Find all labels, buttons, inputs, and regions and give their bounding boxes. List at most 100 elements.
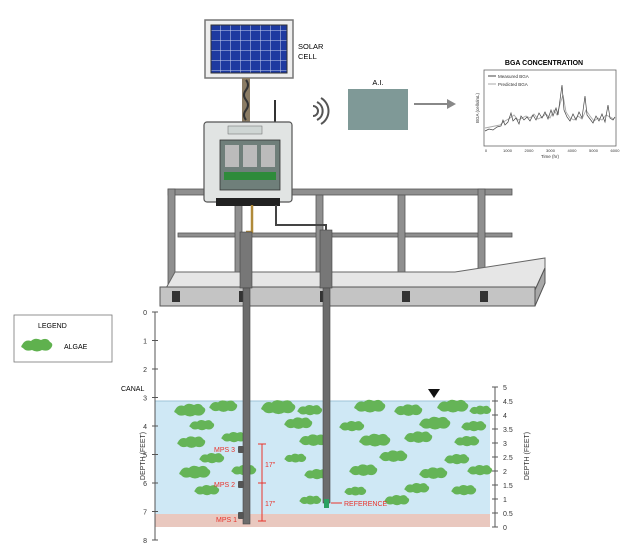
- algae-patch: [299, 434, 328, 446]
- chart-y-axis-label: BGA (cells/mL): [475, 93, 480, 124]
- spacing-label-upper: 17": [265, 462, 276, 469]
- twisted-cable: [243, 79, 249, 121]
- algae-patch: [437, 399, 469, 413]
- algae-patch: [469, 405, 492, 415]
- chart-x-tick-label: 4000: [568, 148, 578, 153]
- algae-patch: [221, 431, 247, 443]
- chart-x-tick-label: 6000: [611, 148, 621, 153]
- algae-patch: [189, 419, 215, 431]
- left-tick-label: 2: [143, 367, 147, 374]
- right-tick-label: 3.5: [503, 427, 513, 434]
- algae-patch: [461, 420, 487, 432]
- chart-x-tick-label: 5000: [589, 148, 599, 153]
- reference-electrode-icon: [324, 499, 329, 508]
- mps3-sensor-icon: [238, 446, 244, 453]
- chart-title: BGA CONCENTRATION: [505, 60, 583, 67]
- chart-x-tick-label: 2000: [525, 148, 535, 153]
- flow-arrow-head-icon: [447, 99, 456, 109]
- legend-title: LEGEND: [38, 323, 67, 330]
- right-tick-label: 0.5: [503, 511, 513, 518]
- algae-patch: [354, 399, 386, 413]
- algae-patch: [177, 436, 206, 448]
- mps1-sensor-icon: [238, 512, 244, 519]
- right-tick-label: 2.5: [503, 455, 513, 462]
- chart-x-tick-label: 0: [485, 148, 488, 153]
- right-tick-label: 2: [503, 469, 507, 476]
- algae-patch: [379, 450, 408, 462]
- ai-label: A.I.: [372, 78, 383, 87]
- solar-cell-label-line1: SOLAR: [298, 42, 324, 51]
- left-axis-title: DEPTH (FEET): [140, 432, 147, 480]
- right-axis-title: DEPTH (FEET): [524, 432, 531, 480]
- chart-legend-measured: Measured BGA: [498, 74, 529, 79]
- chart-x-tick-label: 3000: [546, 148, 556, 153]
- algae-patch: [344, 486, 367, 496]
- mps2-sensor-icon: [238, 481, 244, 488]
- chart-plot-area: [483, 69, 617, 147]
- right-tick-label: 1: [503, 497, 507, 504]
- algae-patch: [261, 400, 296, 415]
- chart-x-axis-label: Time (hr): [541, 154, 560, 159]
- right-tick-label: 5: [503, 385, 507, 392]
- algae-patch: [284, 417, 313, 429]
- water-level-marker-icon: [428, 389, 440, 398]
- solar-mount-pole: [242, 78, 250, 128]
- left-tick-label: 3: [143, 396, 147, 403]
- algae-patch: [299, 495, 322, 505]
- sensor-rod-left: [239, 205, 254, 525]
- algae-patch: [451, 484, 477, 496]
- wireless-signal-icon: [312, 97, 330, 125]
- algae-patch: [444, 453, 470, 465]
- sensor-spacing-dimensions: [258, 443, 266, 522]
- algae-patch: [394, 404, 423, 416]
- algae-patch: [454, 435, 480, 447]
- bga-chart: BGA CONCENTRATION Measured BGA Predicted…: [475, 60, 620, 159]
- chart-predicted-series: [484, 94, 615, 129]
- canal-label: CANAL: [121, 386, 144, 393]
- right-tick-label: 3: [503, 441, 507, 448]
- sediment-layer: [155, 514, 490, 527]
- left-tick-label: 6: [143, 481, 147, 488]
- left-tick-label: 7: [143, 510, 147, 517]
- left-depth-ticks: 0 1 2 3 4 5 6 7 8: [143, 310, 158, 545]
- legend-algae-label: ALGAE: [64, 344, 88, 351]
- algae-patch: [384, 494, 410, 506]
- right-tick-label: 1.5: [503, 483, 513, 490]
- left-tick-label: 0: [143, 310, 147, 317]
- right-tick-label: 4: [503, 413, 507, 420]
- right-depth-ticks: 5 4.5 4 3.5 3 2.5 2 1.5 1 0.5 0: [492, 385, 513, 532]
- algae-patch: [339, 420, 365, 432]
- right-tick-label: 4.5: [503, 399, 513, 406]
- right-tick-label: 0: [503, 525, 507, 532]
- chart-measured-series: [484, 84, 616, 132]
- algae-legend-icon: [21, 338, 53, 352]
- algae-patch: [404, 431, 433, 443]
- legend-box: [13, 314, 113, 363]
- algae-patch: [297, 404, 323, 416]
- algae-patch: [174, 403, 206, 417]
- algae-patch: [359, 433, 391, 447]
- algae-patch: [467, 464, 493, 476]
- left-tick-label: 5: [143, 453, 147, 460]
- mps3-label: MPS 3: [214, 447, 235, 454]
- algae-patch: [284, 453, 307, 463]
- chart-x-tick-label: 1000: [503, 148, 513, 153]
- sensor-rod-right: [275, 205, 333, 504]
- spacing-label-lower: 17": [265, 501, 276, 508]
- algae-patch: [179, 465, 211, 479]
- algae-patch: [194, 484, 220, 496]
- solar-cell-label-line2: CELL: [298, 52, 317, 61]
- left-tick-label: 8: [143, 538, 147, 545]
- chart-x-tick-labels: 0 1000 2000 3000 4000 5000 6000: [485, 148, 620, 153]
- algae-patch: [419, 416, 451, 430]
- left-tick-label: 4: [143, 424, 147, 431]
- left-tick-label: 1: [143, 339, 147, 346]
- algae-patch: [404, 482, 430, 494]
- walkway-deck: [159, 257, 546, 307]
- chart-legend-predicted: Predicted BGA: [498, 82, 528, 87]
- controller-enclosure: [203, 121, 293, 206]
- reference-label: REFERENCE: [344, 501, 388, 508]
- algae-patches: [174, 399, 493, 506]
- ai-box: [348, 89, 408, 130]
